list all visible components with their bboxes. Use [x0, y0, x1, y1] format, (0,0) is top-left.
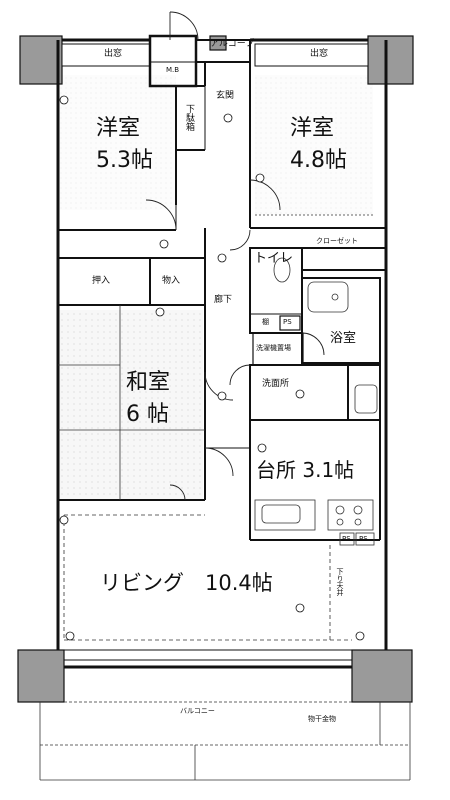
- shelf-label: 棚: [262, 318, 269, 326]
- ps-label: PS: [283, 318, 292, 326]
- outlet-symbols: [59, 95, 365, 641]
- door-swings: [145, 11, 325, 501]
- hallway-label: 廊下: [214, 295, 233, 305]
- east-bedroom-fill: [255, 75, 373, 215]
- east-bedroom-name: 洋室: [290, 116, 335, 141]
- shoe-box-label: 下駄箱: [184, 104, 194, 131]
- alcove-label: アルコーブ: [210, 39, 255, 49]
- kitchen-ps-2-label: PS: [359, 535, 368, 543]
- interior-walls: [58, 34, 386, 661]
- meter-box-label: M.B: [166, 66, 180, 74]
- kitchen-label: 台所 3.1帖: [256, 458, 355, 482]
- lowered-ceiling-label: 下り天井: [336, 568, 344, 596]
- toilet-label: トイレ: [254, 251, 294, 266]
- japanese-room-name: 和室: [126, 370, 171, 395]
- closet-label: クローゼット: [316, 237, 358, 245]
- living-label: リビング 10.4帖: [100, 571, 273, 595]
- drying-rack-label: 物干金物: [308, 715, 336, 723]
- bay-window-left-label: 出窓: [104, 49, 123, 59]
- corner-columns: [17, 35, 414, 703]
- east-bedroom-size: 4.8帖: [290, 148, 347, 173]
- exterior-walls: [56, 38, 388, 669]
- balcony-label: バルコニー: [180, 707, 215, 715]
- washroom-label: 洗面所: [262, 379, 290, 389]
- west-bedroom-size: 5.3帖: [96, 148, 153, 173]
- bathroom-label: 浴室: [330, 331, 357, 346]
- japanese-room-size: 6 帖: [126, 402, 169, 427]
- monoire-label: 物入: [162, 276, 181, 286]
- washer-label: 洗濯機置場: [256, 344, 291, 352]
- japanese-room-fill: [58, 310, 203, 500]
- detail-lines: [39, 214, 411, 781]
- oshiire-label: 押入: [92, 276, 111, 286]
- west-bedroom-name: 洋室: [96, 116, 141, 141]
- entrance-label: 玄関: [216, 91, 235, 101]
- kitchen-ps-1-label: PS: [342, 535, 351, 543]
- west-bedroom-fill: [58, 75, 176, 210]
- bay-window-right-label: 出窓: [310, 49, 329, 59]
